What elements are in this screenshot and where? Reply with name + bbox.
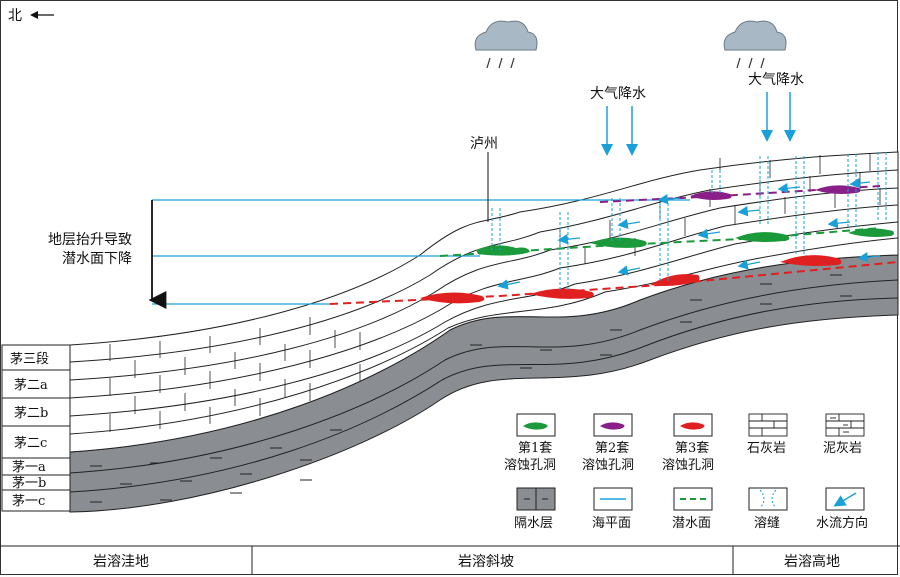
aquitard-icon bbox=[516, 487, 556, 511]
stratum-label: 茅二b bbox=[14, 406, 48, 421]
legend-label: 海平面 bbox=[592, 516, 631, 531]
stratum-label: 茅二c bbox=[14, 436, 47, 451]
green-cave-icon bbox=[523, 422, 548, 430]
strata-layers bbox=[69, 151, 899, 513]
zone-bar: 岩溶洼地 岩溶斜坡 岩溶高地 bbox=[0, 545, 900, 575]
purple-cave bbox=[690, 191, 732, 200]
red-cave-icon bbox=[680, 422, 705, 430]
luzhou-label: 泸州 bbox=[470, 136, 498, 152]
dissolution-fractures bbox=[491, 152, 887, 292]
green-cave bbox=[735, 232, 790, 242]
purple-cave-icon bbox=[600, 422, 625, 430]
dissolution-fracture-icon bbox=[748, 487, 788, 511]
aquitard-dashes bbox=[90, 274, 852, 503]
water-table-icon bbox=[673, 487, 713, 511]
flow-direction-icon bbox=[825, 487, 865, 511]
red-cave bbox=[530, 288, 594, 299]
zone-label-depression: 岩溶洼地 bbox=[93, 554, 149, 570]
legend-label: 水流方向 bbox=[816, 515, 868, 531]
legend-label: 隔水层 bbox=[514, 516, 553, 531]
stratum-label: 茅一b bbox=[12, 476, 46, 491]
purple-cave bbox=[815, 185, 861, 194]
cloud-icon bbox=[723, 20, 787, 69]
cloud-icon bbox=[474, 20, 538, 69]
zone-label-slope: 岩溶斜坡 bbox=[458, 554, 514, 570]
stratum-label: 茅二a bbox=[14, 378, 48, 393]
legend-label: 第1套 bbox=[518, 440, 552, 456]
strata-label-column: 茅三段 茅二a 茅二b 茅二c 茅一a 茅一b 茅一c bbox=[1, 344, 71, 512]
marl-icon bbox=[825, 413, 865, 437]
limestone-icon bbox=[748, 413, 788, 437]
green-cave bbox=[476, 245, 530, 256]
red-cave bbox=[780, 255, 842, 266]
rain-label-right: 大气降水 bbox=[748, 72, 804, 88]
stratum-label: 茅一c bbox=[12, 494, 45, 509]
legend-label: 溶缝 bbox=[754, 516, 780, 531]
red-cave bbox=[650, 274, 700, 286]
caves bbox=[420, 185, 894, 304]
green-cave bbox=[848, 228, 894, 237]
stratum-label: 茅三段 bbox=[10, 352, 49, 367]
limestone-band bbox=[69, 151, 899, 453]
legend-label: 石灰岩 bbox=[747, 441, 786, 456]
sea-level-icon bbox=[593, 487, 633, 511]
north-label: 北 bbox=[8, 8, 22, 24]
legend-label: 溶蚀孔洞 bbox=[662, 458, 714, 473]
watertable-drop-label-2: 潜水面下降 bbox=[62, 251, 132, 267]
zone-label-highland: 岩溶高地 bbox=[784, 553, 840, 570]
legend-label: 潜水面 bbox=[672, 516, 711, 531]
legend-label: 溶蚀孔洞 bbox=[582, 458, 634, 473]
legend: 第1套 溶蚀孔洞 第2套 溶蚀孔洞 第3套 溶蚀孔洞 石灰岩 泥灰岩 bbox=[504, 413, 868, 531]
red-cave bbox=[420, 292, 485, 304]
stratum-label: 茅一a bbox=[12, 460, 46, 475]
rain-label-left: 大气降水 bbox=[590, 86, 646, 102]
watertable-drop-label-1: 地层抬升导致 bbox=[48, 232, 132, 248]
brick-joints bbox=[109, 153, 881, 432]
rain-arrows bbox=[601, 92, 796, 156]
legend-label: 泥灰岩 bbox=[823, 441, 862, 456]
legend-label: 溶蚀孔洞 bbox=[504, 458, 556, 473]
legend-label: 第3套 bbox=[675, 440, 709, 456]
legend-label: 第2套 bbox=[595, 440, 629, 456]
green-cave bbox=[590, 237, 647, 248]
sea-level-lines bbox=[152, 199, 690, 305]
flow-arrows bbox=[497, 177, 881, 290]
